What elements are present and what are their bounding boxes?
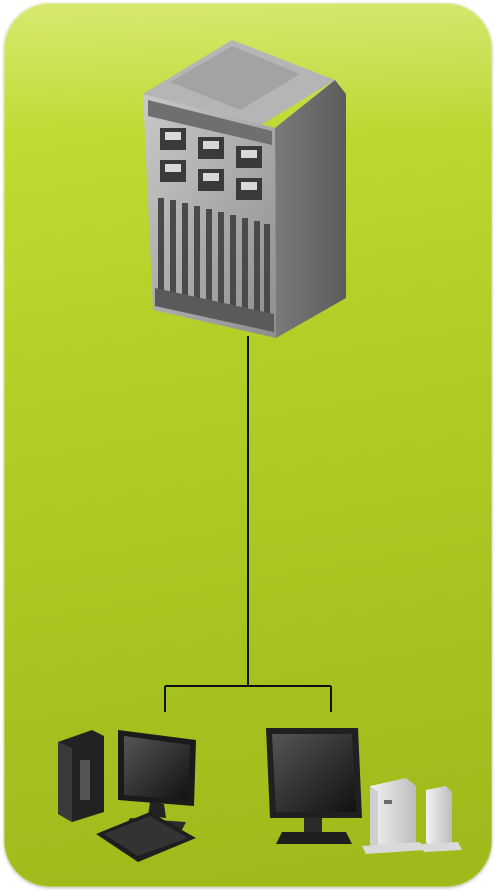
connector-lines	[165, 336, 331, 712]
desktop-pc-icon	[58, 730, 196, 862]
server-icon	[143, 40, 346, 338]
thin-client-station-icon	[266, 728, 462, 854]
